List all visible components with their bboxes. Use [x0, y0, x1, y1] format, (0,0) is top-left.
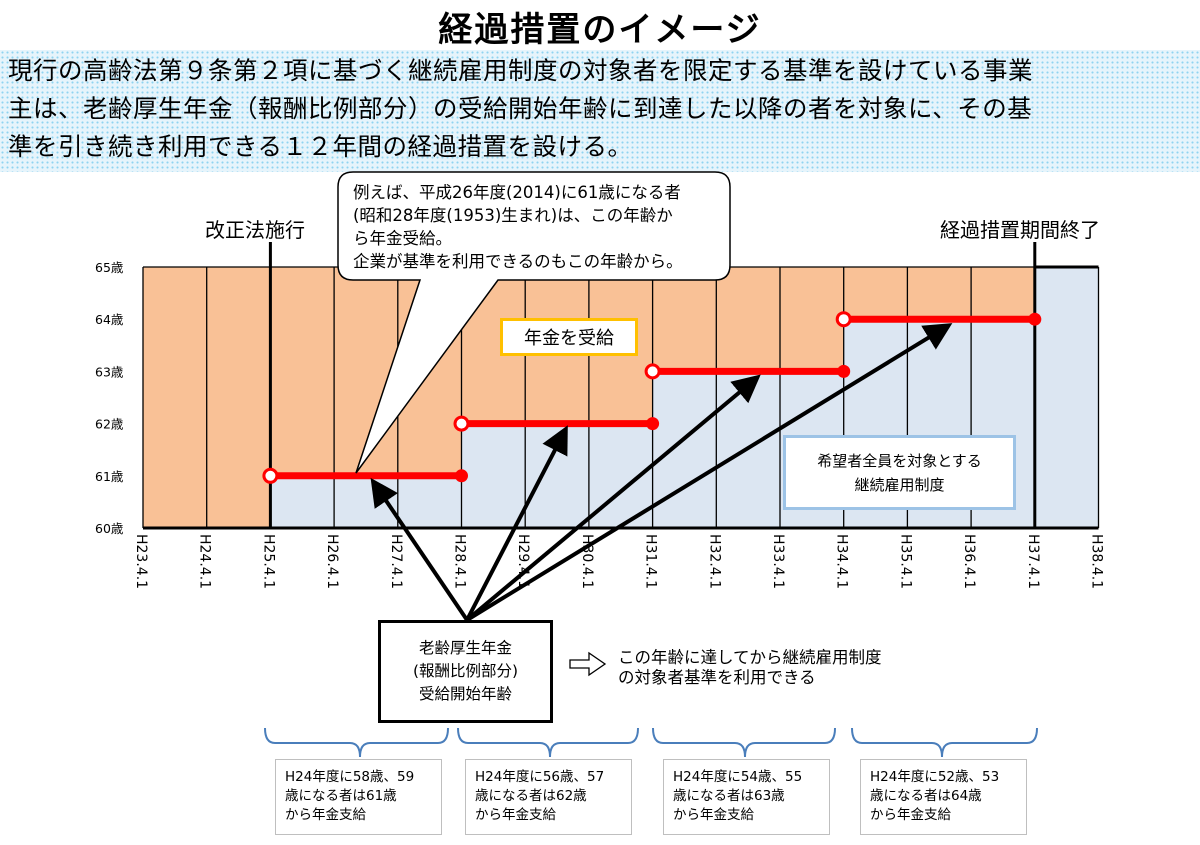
x-tick-label: H32.4.1: [706, 534, 722, 589]
page-title: 経過措置のイメージ: [438, 10, 762, 50]
callout-line: 企業が基準を利用できるのもこの年齢から。: [353, 252, 683, 271]
intro-line: 主は、老齢厚生年金（報酬比例部分）の受給開始年齢に到達した以降の者を対象に、その…: [8, 94, 1033, 123]
x-tick-label: H33.4.1: [770, 534, 786, 589]
pointer-arrow: [465, 425, 568, 621]
post-transition-area: [1034, 267, 1099, 528]
x-tick-label: H27.4.1: [388, 534, 404, 589]
employment-label-line: 継続雇用制度: [854, 475, 945, 494]
callout-line: 例えば、平成26年度(2014)に61歳になる者: [353, 183, 681, 202]
x-tick-label: H23.4.1: [133, 534, 149, 589]
footnote-line: 歳になる者は64歳: [870, 788, 982, 804]
note-line: この年齢に達してから継続雇用制度: [618, 648, 882, 667]
step-start-marker: [835, 311, 852, 328]
y-tick-label: 63歳: [95, 364, 124, 379]
intro-line: 準を引き続き利用できる１２年間の経過措置を設ける。: [8, 132, 633, 161]
step-end-marker: [646, 417, 660, 431]
y-tick-label: 60歳: [95, 521, 124, 536]
callout-text: 例えば、平成26年度(2014)に61歳になる者 (昭和28年度(1953)生ま…: [353, 181, 683, 273]
footnote-line: から年金支給: [870, 807, 951, 823]
step-end-marker: [455, 469, 468, 483]
center-box-line: 老齢厚生年金: [418, 639, 512, 657]
footnote-line: 歳になる者は62歳: [475, 788, 587, 804]
footnote-line: 歳になる者は61歳: [285, 788, 397, 804]
x-tick-label: H25.4.1: [260, 534, 276, 589]
footnote-line: から年金支給: [475, 807, 556, 823]
footnote-bracket: [851, 727, 1038, 758]
employment-label-line: 希望者全員を対象とする: [817, 451, 982, 470]
step-start-marker: [453, 415, 470, 432]
x-tick-label: H35.4.1: [897, 534, 913, 589]
start-milestone-label: 改正法施行: [205, 218, 305, 242]
footnote-bracket: [264, 727, 449, 758]
footnote-line: から年金支給: [285, 807, 366, 823]
intro-line: 現行の高齢法第９条第２項に基づく継続雇用制度の対象者を限定する基準を設けている事…: [8, 56, 1033, 85]
footnote-line: H24年度に58歳、59: [285, 769, 415, 785]
pension-start-age-box: 老齢厚生年金 (報酬比例部分) 受給開始年齢: [378, 620, 553, 723]
note-arrow-icon: [569, 651, 607, 677]
footnote-box: H24年度に56歳、57 歳になる者は62歳 から年金支給: [465, 759, 632, 835]
note-line: の対象者基準を利用できる: [618, 668, 816, 687]
x-tick-label: H31.4.1: [643, 534, 659, 589]
y-tick-label: 62歳: [95, 417, 124, 432]
footnote-bracket: [457, 727, 639, 758]
footnote-bracket: [652, 727, 836, 758]
intro-panel: 現行の高齢法第９条第２項に基づく継続雇用制度の対象者を限定する基準を設けている事…: [0, 50, 1200, 172]
y-tick-label: 61歳: [95, 469, 124, 484]
y-tick-label: 65歳: [95, 260, 124, 275]
x-tick-label: H38.4.1: [1089, 534, 1105, 589]
callout-bubble: [337, 171, 731, 474]
center-box-line: (報酬比例部分): [412, 662, 519, 680]
y-tick-label: 64歳: [95, 312, 124, 327]
footnote-box: H24年度に52歳、53 歳になる者は64歳 から年金支給: [860, 759, 1027, 835]
pointer-arrow: [465, 323, 953, 622]
x-tick-label: H28.4.1: [452, 534, 468, 589]
x-tick-label: H26.4.1: [324, 534, 340, 589]
end-milestone-label: 経過措置期間終了: [940, 218, 1100, 242]
step-end-marker: [837, 364, 851, 378]
pointer-arrow: [465, 374, 761, 622]
x-tick-label: H34.4.1: [834, 534, 850, 589]
x-tick-label: H24.4.1: [197, 534, 213, 589]
x-tick-label: H37.4.1: [1025, 534, 1041, 589]
x-tick-label: H36.4.1: [961, 534, 977, 589]
callout-line: (昭和28年度(1953)生まれ)は、この年齢か: [353, 206, 673, 225]
footnote-box: H24年度に54歳、55 歳になる者は63歳 から年金支給: [663, 759, 830, 835]
employment-region-label: 希望者全員を対象とする 継続雇用制度: [783, 435, 1016, 510]
pointer-arrow: [370, 477, 469, 622]
center-box-note: この年齢に達してから継続雇用制度 の対象者基準を利用できる: [618, 648, 882, 688]
pension-region-label: 年金を受給: [500, 318, 638, 356]
step-start-marker: [262, 467, 279, 484]
step-end-marker: [1028, 312, 1042, 326]
callout-line: ら年金受給。: [353, 229, 452, 248]
footnote-line: 歳になる者は63歳: [673, 788, 785, 804]
footnote-line: H24年度に56歳、57: [475, 769, 605, 785]
step-start-marker: [644, 363, 661, 380]
footnote-line: H24年度に54歳、55: [673, 769, 803, 785]
center-box-line: 受給開始年齢: [418, 685, 512, 703]
footnote-box: H24年度に58歳、59 歳になる者は61歳 から年金支給: [275, 759, 442, 835]
footnote-line: から年金支給: [673, 807, 754, 823]
footnote-line: H24年度に52歳、53: [870, 769, 1000, 785]
